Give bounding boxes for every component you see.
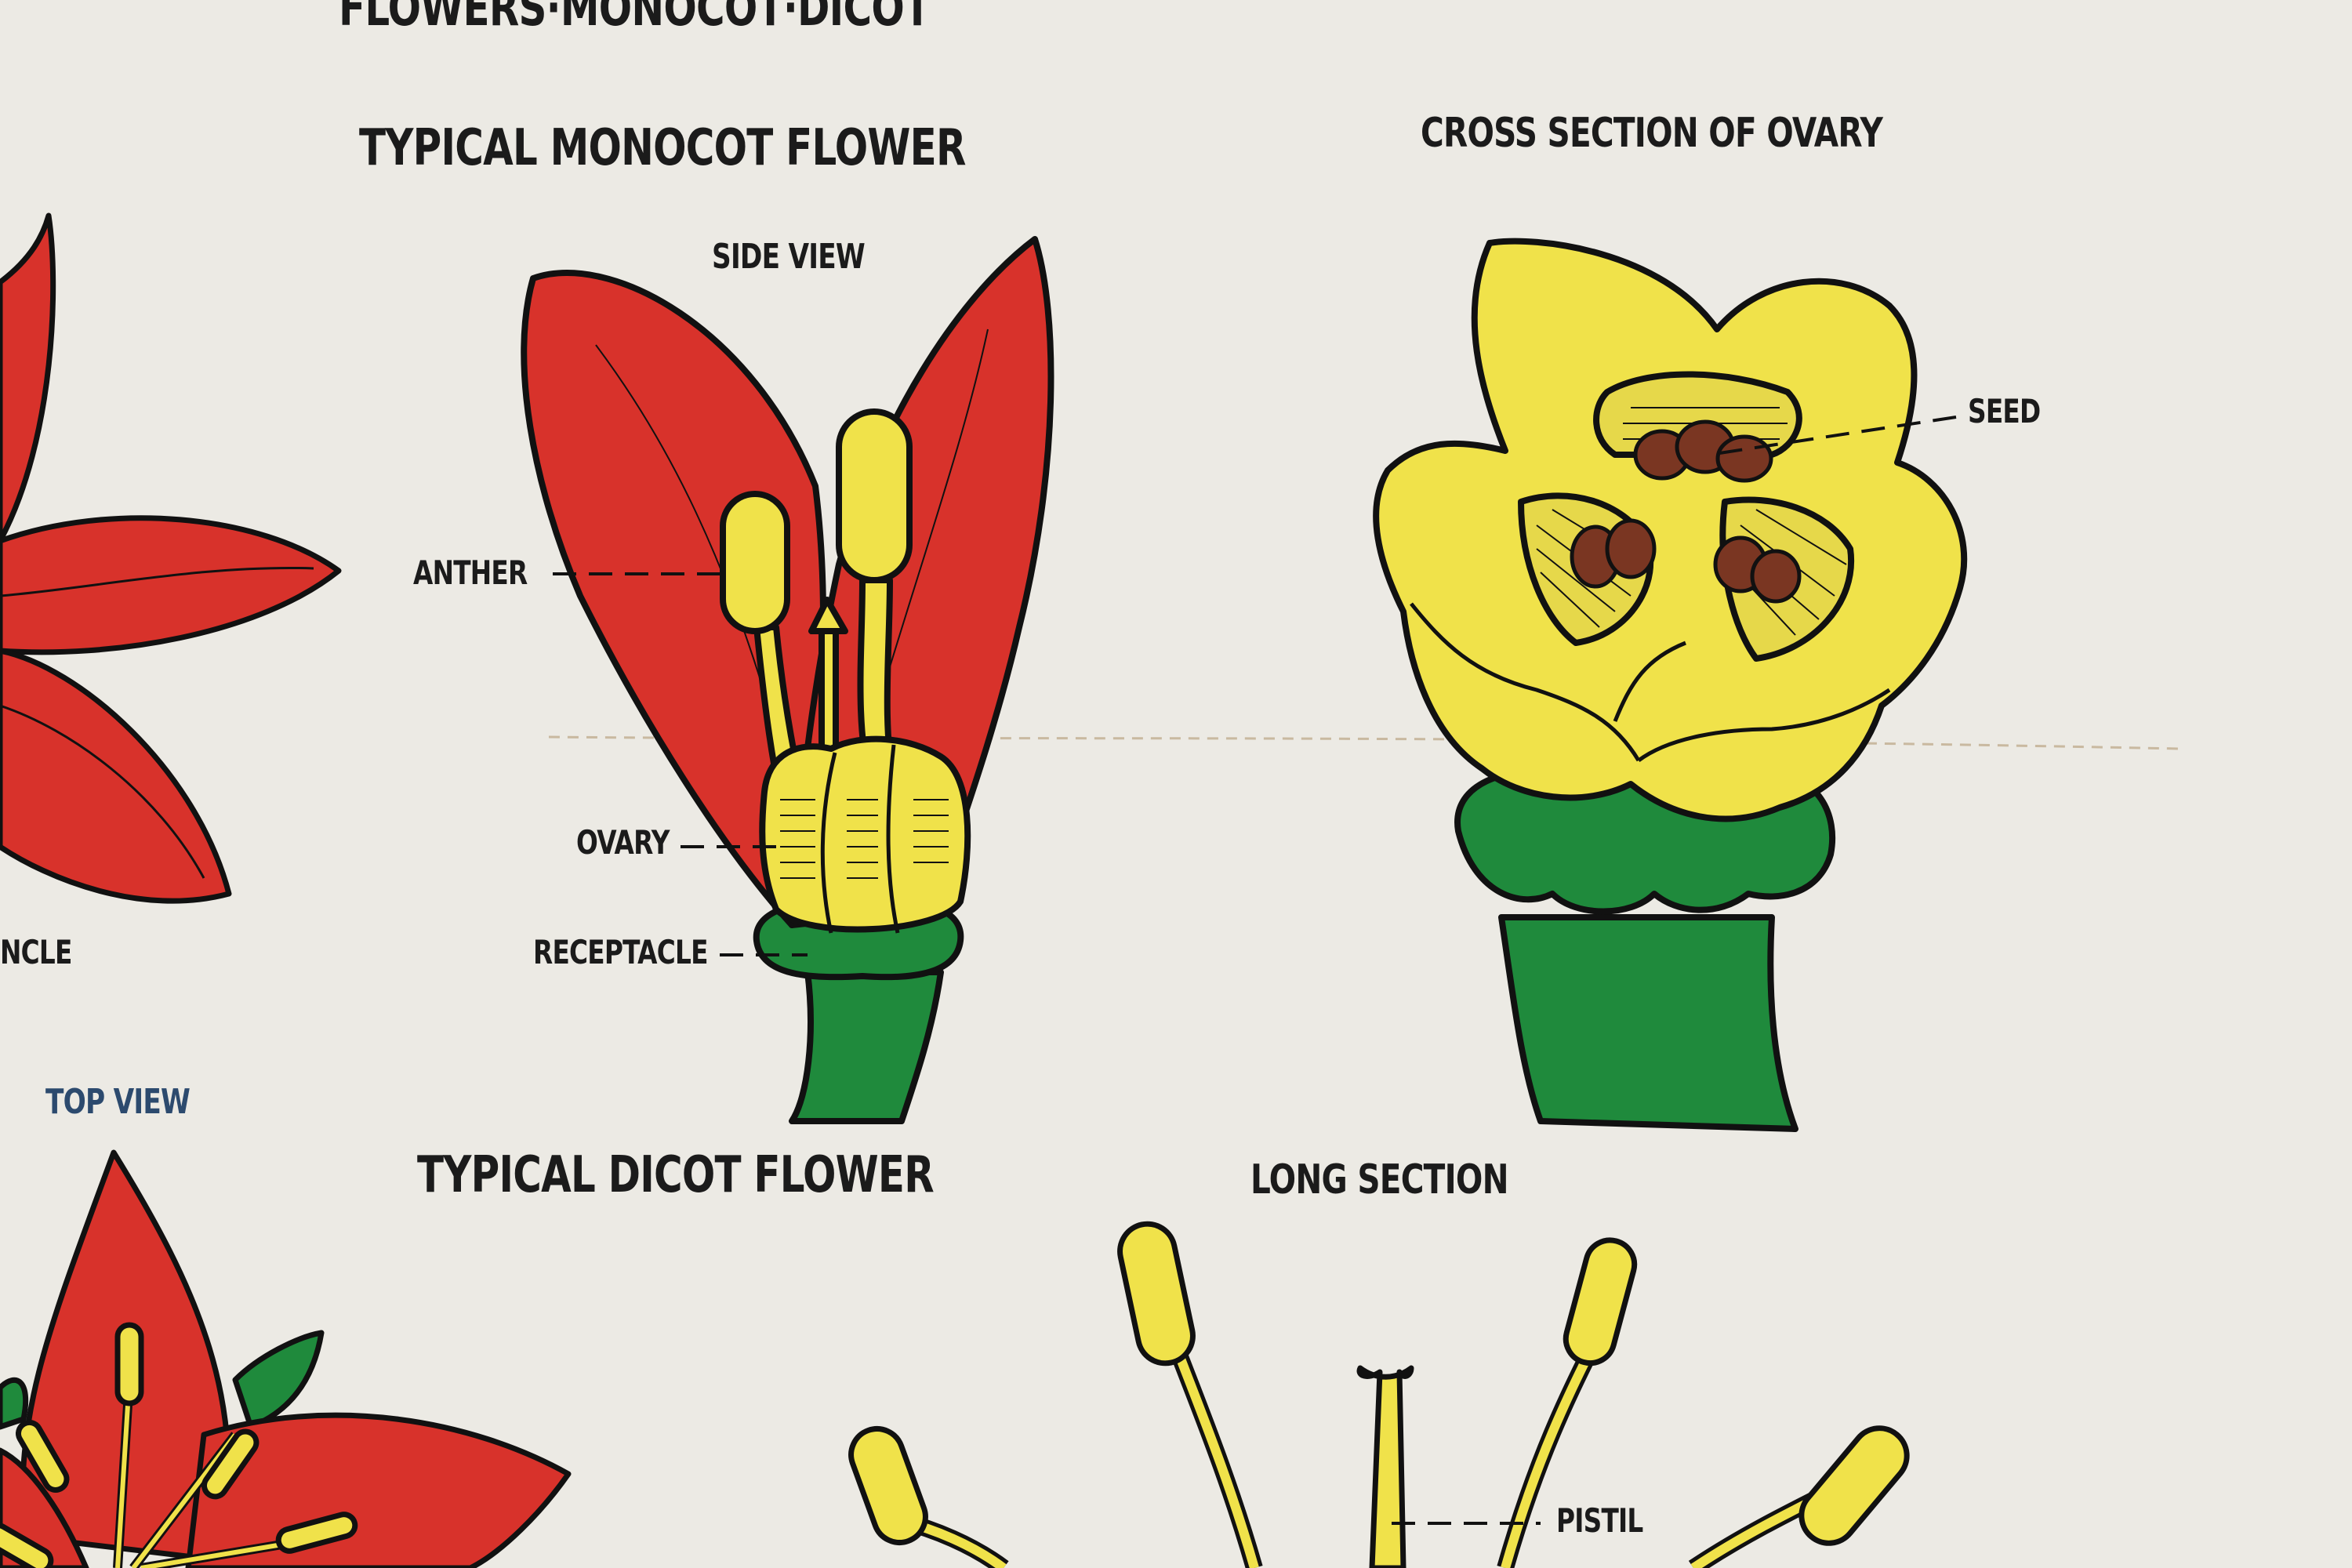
ovary-cross-section bbox=[1373, 238, 1968, 1132]
monocot-heading: TYPICAL MONOCOT FLOWER bbox=[359, 119, 966, 177]
seed-top-right bbox=[1715, 434, 1773, 483]
stamen-filaments bbox=[899, 1290, 1838, 1568]
top-view-stamens bbox=[0, 1322, 358, 1568]
left-red-petal-lower bbox=[0, 648, 232, 904]
seeds bbox=[1570, 419, 1802, 604]
seed-leader bbox=[1708, 416, 1957, 456]
dicot-top-view-partial bbox=[0, 1149, 572, 1568]
cross-stem bbox=[1498, 914, 1798, 1132]
dicot-heading: TYPICAL DICOT FLOWER bbox=[417, 1146, 935, 1204]
dicot-long-section bbox=[848, 1221, 1910, 1568]
left-red-petal-upper bbox=[0, 212, 56, 544]
seed-right-2 bbox=[1750, 549, 1802, 604]
top-view-title: TOP VIEW bbox=[45, 1082, 191, 1122]
pistil-label: PISTIL bbox=[1556, 1501, 1643, 1540]
right-anther bbox=[836, 408, 913, 583]
cross-ovary-body bbox=[1373, 238, 1968, 822]
left-red-petal-right bbox=[0, 515, 342, 655]
anther-label: ANTHER bbox=[413, 554, 528, 592]
long-section-title: LONG SECTION bbox=[1250, 1156, 1509, 1203]
receptacle-label: RECEPTACLE bbox=[533, 933, 708, 971]
stamen-anthers bbox=[848, 1221, 1910, 1546]
side-ovary bbox=[759, 735, 971, 933]
side-view-title: SIDE VIEW bbox=[712, 237, 866, 277]
green-sepal-left bbox=[0, 1377, 29, 1430]
pistil-style bbox=[1356, 1365, 1414, 1568]
outer-ridges bbox=[1410, 602, 1891, 763]
leader-lines bbox=[553, 416, 1957, 1525]
green-sepal-top bbox=[232, 1330, 325, 1430]
cropped-label-ncle: NCLE bbox=[0, 933, 72, 971]
monocot-front-view-partial bbox=[0, 212, 342, 904]
cross-section-title: CROSS SECTION OF OVARY bbox=[1421, 110, 1883, 157]
ovary-label: OVARY bbox=[576, 823, 670, 862]
monocot-side-view-flower bbox=[521, 236, 1054, 1124]
seed-label: SEED bbox=[1968, 392, 2041, 430]
side-stem bbox=[789, 969, 944, 1124]
poster-main-title: FLOWERS·MONOCOT·DICOT bbox=[339, 0, 931, 38]
seed-left-2 bbox=[1605, 518, 1657, 579]
left-anther bbox=[720, 491, 790, 634]
